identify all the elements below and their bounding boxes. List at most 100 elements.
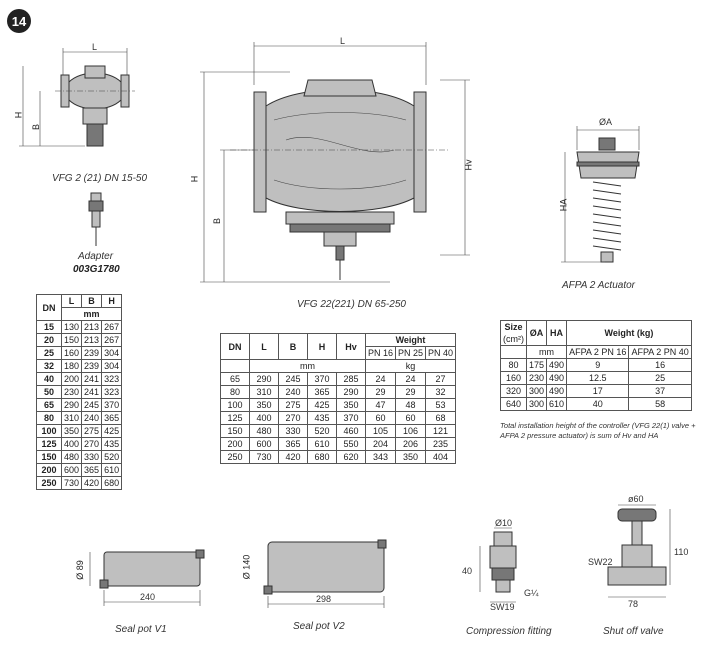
table-cell: 60 [364,411,397,425]
table-header-hv: Hv [336,333,366,360]
table-cell: 300 [525,397,548,411]
table-cell: 323 [101,385,123,399]
table-cell: 520 [101,450,123,464]
table-cell: 25 [36,346,62,360]
table-cell: 80 [36,411,62,425]
table-cell: 680 [101,476,123,490]
table-cell: 267 [101,333,123,347]
table-cell: 68 [425,411,457,425]
table-cell: 370 [336,411,366,425]
table-cell: 17 [566,384,630,398]
cf-dim-sw: SW19 [490,602,515,612]
table-cell: 9 [566,358,630,372]
table-cell: 400 [60,437,83,451]
table-cell: 37 [628,384,692,398]
vfg2-dim-h: H [13,111,24,119]
vfg22-dim-hv: Hv [463,159,474,171]
table-cell: 480 [60,450,83,464]
table-cell: 435 [101,437,123,451]
shutoff-caption: Shut off valve [603,626,664,637]
actuator-table: Size ØA HA Weight (kg) (cm²) mm AFPA 2 P… [500,320,692,411]
table-cell: 290 [60,398,83,412]
table-cell: 32 [425,385,457,399]
table-cell: 404 [425,450,457,464]
table-cell: 290 [336,385,366,399]
table-cell: 200 [60,372,83,386]
table-cell: 241 [81,372,103,386]
table-cell: 105 [364,424,397,438]
table-cell: 304 [101,359,123,373]
table-cell: 245 [278,372,308,386]
table-cell: 350 [249,398,279,412]
table-cell: 610 [101,463,123,477]
table-cell: 239 [81,346,103,360]
so-dim-w: 78 [628,599,638,609]
table-unit-mm: mm [525,345,568,359]
table-cell: 420 [278,450,308,464]
table-cell: 100 [220,398,250,412]
table-cell: 160 [60,346,83,360]
table-cell: 240 [278,385,308,399]
table-cell: 20 [36,333,62,347]
table-cell: 267 [101,320,123,334]
table-cell: 125 [36,437,62,451]
table-header-oa: ØA [525,320,548,346]
table-cell: 320 [500,384,527,398]
table-cell: 310 [249,385,279,399]
table-cell: 550 [336,437,366,451]
table-cell: 245 [81,398,103,412]
table-cell: 323 [101,372,123,386]
table-cell: 24 [395,372,427,386]
table-cell: 65 [36,398,62,412]
table-header-b: B [278,333,308,360]
table-header-afpa-pn40: AFPA 2 PN 40 [628,345,692,359]
table-cell: 730 [60,476,83,490]
table-cell: 460 [336,424,366,438]
table-cell: 365 [101,411,123,425]
afpa2-caption: AFPA 2 Actuator [562,280,635,291]
table-cell: 350 [336,398,366,412]
afpa2-dim-ha: HA [558,198,569,212]
table-cell: 50 [36,385,62,399]
table-cell: 150 [220,424,250,438]
table-cell: 200 [220,437,250,451]
table-cell: 350 [395,450,427,464]
table-cell: 27 [425,372,457,386]
table-cell: 400 [249,411,279,425]
table-cell: 80 [500,358,527,372]
table-cell: 370 [307,372,337,386]
table-cell: 275 [278,398,308,412]
table-cell: 180 [60,359,83,373]
table-cell: 200 [36,463,62,477]
table-cell: 520 [307,424,337,438]
table-cell: 240 [81,411,103,425]
seal-v1-dia: Ø 89 [74,560,85,580]
table-cell: 275 [81,424,103,438]
table-cell: 160 [500,371,527,385]
table-cell: 25 [628,371,692,385]
table-cell: 270 [278,411,308,425]
afpa2-dim-oa: ØA [599,117,612,127]
table-cell: 600 [249,437,279,451]
table-cell: 121 [425,424,457,438]
table-header-weight-kg: Weight (kg) [566,320,692,346]
table-header-weight: Weight [364,333,457,347]
table-cell: 235 [425,437,457,451]
table-cell: 16 [628,358,692,372]
table-cell: 125 [220,411,250,425]
afpa2-actuator-drawing: ØA [561,117,640,263]
